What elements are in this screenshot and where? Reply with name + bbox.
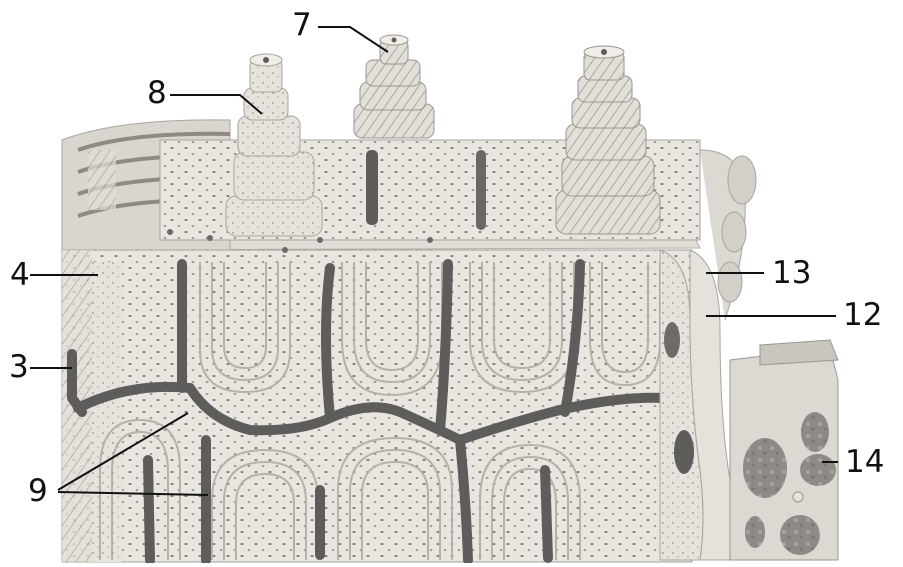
label-13: 13 xyxy=(772,258,811,289)
label-8: 8 xyxy=(147,78,167,109)
vertical-canal-9 xyxy=(545,470,548,558)
vertical-canal-2 xyxy=(326,268,330,418)
leader-7 xyxy=(318,27,388,52)
label-7: 7 xyxy=(292,10,312,41)
label-14: 14 xyxy=(845,447,884,478)
osteon-cylinder-right xyxy=(556,46,660,234)
upper-canal-2 xyxy=(476,150,486,230)
label-9: 9 xyxy=(28,476,48,507)
osteon-cylinder-7 xyxy=(354,35,434,138)
left-periosteal-area xyxy=(92,262,122,562)
label-4: 4 xyxy=(10,260,30,291)
label-12: 12 xyxy=(843,300,882,331)
upper-canal xyxy=(366,150,378,225)
vertical-canal-7 xyxy=(148,460,150,560)
label-3: 3 xyxy=(9,352,29,383)
spongy-bone xyxy=(730,340,838,560)
